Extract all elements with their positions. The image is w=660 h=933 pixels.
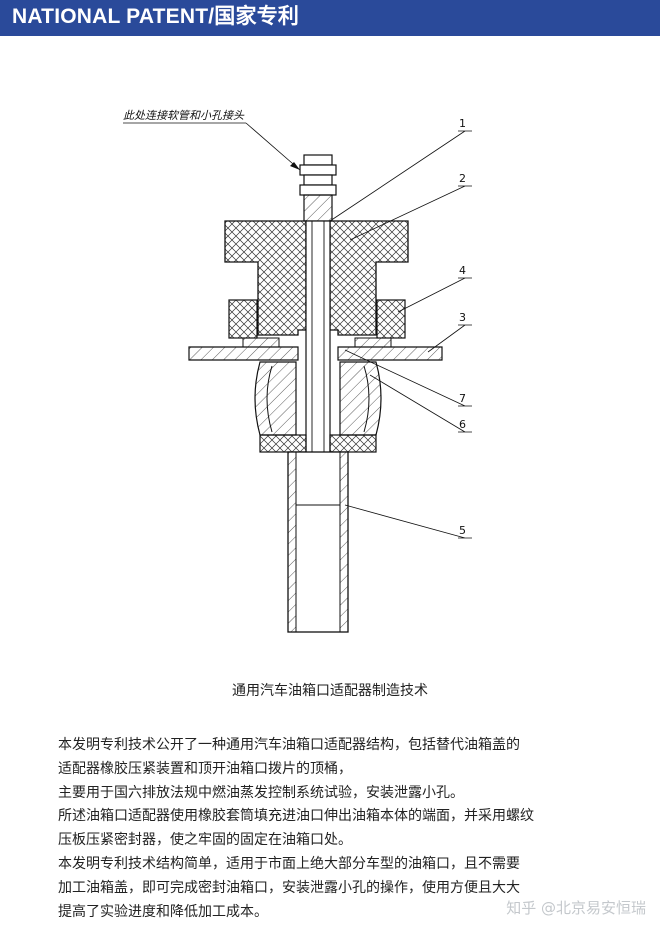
lower-nut [259, 434, 377, 453]
upper-body [224, 220, 409, 336]
callout-3: 3 [459, 311, 466, 324]
paragraph-line: 提高了实验进度和降低加工成本。 [58, 903, 268, 920]
callout-1: 1 [459, 117, 466, 130]
push-tube [287, 451, 349, 633]
paragraph-line: 本发明专利技术公开了一种通用汽车油箱口适配器结构，包括替代油箱盖的 [58, 737, 520, 753]
paragraph-line: 适配器橡胶压紧装置和顶开油箱口拨片的顶桶， [58, 760, 352, 777]
patent-description: 本发明专利技术公开了一种通用汽车油箱口适配器结构，包括替代油箱盖的 适配器橡胶压… [58, 734, 648, 924]
flange-plate [188, 337, 443, 361]
callout-5: 5 [459, 524, 466, 537]
callout-2: 2 [459, 172, 466, 185]
watermark: 知乎 @北京易安恒瑞 [506, 899, 646, 917]
paragraph-line: 压板压紧密封器，使之牢固的固定在油箱口处。 [58, 832, 352, 849]
central-tube [305, 220, 331, 492]
header-banner: NATIONAL PATENT/国家专利 [0, 0, 660, 36]
figure-caption: 通用汽车油箱口适配器制造技术 [232, 683, 428, 699]
drawing-annotation: 此处连接软管和小孔接头 [123, 109, 245, 122]
hose-nipple [299, 154, 337, 222]
callout-6: 6 [459, 418, 466, 431]
paragraph-line: 所述油箱口适配器使用橡胶套筒填充进油口伸出油箱本体的端面，并采用螺纹 [58, 808, 534, 825]
callout-4: 4 [459, 264, 466, 277]
callout-leaders [329, 130, 472, 539]
patent-drawing-svg: 此处连接软管和小孔接头 [123, 109, 472, 633]
header-title: NATIONAL PATENT/国家专利 [12, 5, 300, 28]
paragraph-line: 主要用于国六排放法规中燃油蒸发控制系统试验，安装泄露小孔。 [58, 784, 464, 801]
paragraph-line: 本发明专利技术结构简单，适用于市面上绝大部分车型的油箱口，且不需要 [58, 855, 520, 872]
paragraph-line: 加工油箱盖，即可完成密封油箱口，安装泄露小孔的操作，使用方便且大大 [58, 879, 520, 896]
clamp-blocks [228, 299, 406, 339]
callout-7: 7 [459, 392, 466, 405]
patent-drawing: 此处连接软管和小孔接头 [0, 40, 660, 660]
